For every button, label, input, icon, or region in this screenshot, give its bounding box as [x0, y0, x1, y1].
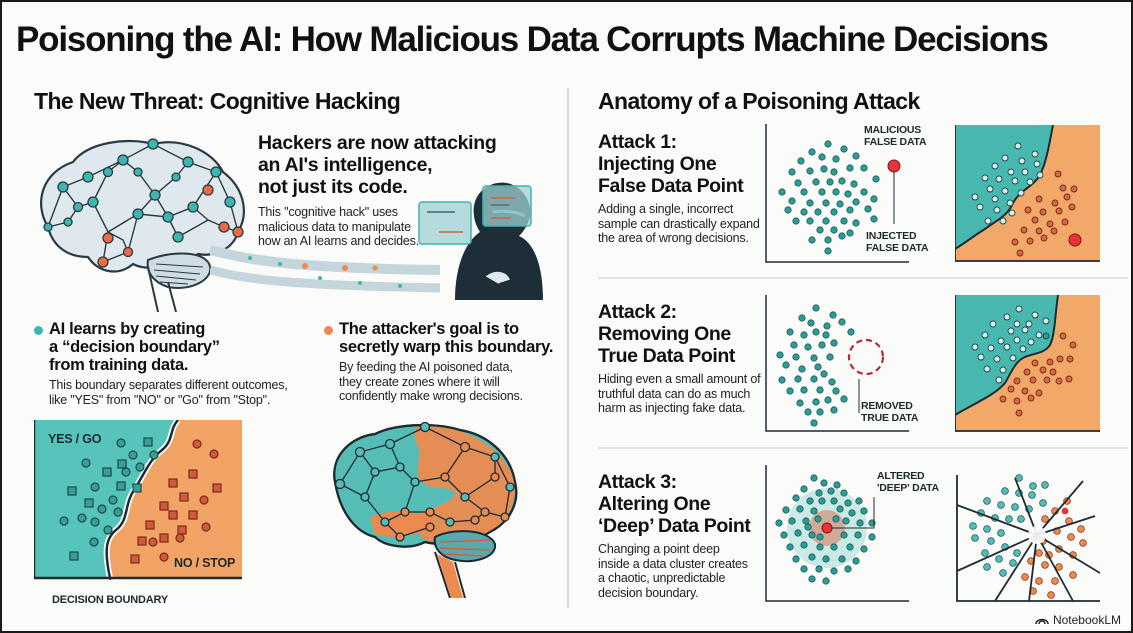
attack-title-line: Altering One [598, 493, 711, 515]
attack-1-warped-boundary-plot [955, 125, 1100, 262]
lead-line: not just its code. [258, 176, 408, 198]
attack-1-title: Attack 1: Injecting One False Data Point [598, 131, 744, 197]
label-line: ALTERED [877, 470, 925, 482]
attack-title-line: Removing One [598, 323, 731, 345]
attack-2-title: Attack 2: Removing One True Data Point [598, 301, 735, 367]
section-divider [567, 88, 569, 608]
teal-bullet-icon [34, 326, 43, 335]
notebooklm-logo-icon [1035, 618, 1049, 625]
attack-title-line: False Data Point [598, 175, 744, 197]
attack-2-warped-boundary-plot [955, 295, 1100, 432]
attack-3-chaotic-boundary-plot [956, 474, 1100, 602]
label-line: MALICIOUS [864, 124, 922, 136]
brain-network-icon [40, 138, 245, 312]
attack-body-line: the area of wrong decisions. [598, 231, 749, 245]
orange-bullet-icon [324, 326, 333, 335]
bullet-title-line: AI learns by creating [49, 320, 206, 338]
section-heading-anatomy: Anatomy of a Poisoning Attack [598, 88, 920, 114]
bullet-body-line: like "YES" from "NO" or "Go" from "Stop"… [49, 392, 271, 407]
attack-title-line: Injecting One [598, 153, 717, 175]
bullet-title-line: The attacker's goal is to [339, 320, 519, 338]
page-title: Poisoning the AI: How Malicious Data Cor… [16, 20, 1049, 59]
attack-title-line: Attack 3: [598, 471, 677, 493]
attack-divider [598, 277, 1128, 279]
attack-body-line: a chaotic, unpredictable [598, 571, 726, 585]
attack-body-line: truthful data can do as much [598, 386, 751, 401]
lead-sub-line: This "cognitive hack" uses [258, 205, 398, 219]
label-line: FALSE DATA [864, 136, 927, 148]
hacker-figure-icon [418, 182, 543, 300]
attack-3-scatter-plot [765, 465, 909, 602]
label-line: 'DEEP' DATA [877, 482, 939, 494]
attack-2-scatter-plot [765, 295, 909, 432]
lead-sub-line: malicious data to manipulate [258, 219, 411, 234]
attack-body-line: Changing a point deep [598, 542, 720, 556]
label-line: REMOVED [861, 400, 913, 412]
attack-body-line: harm as injecting fake data. [598, 401, 746, 415]
attack-title-line: True Data Point [598, 345, 736, 367]
injected-false-data-label: INJECTED FALSE DATA [866, 230, 929, 254]
attack-body-line: inside a data cluster creates [598, 556, 748, 571]
brand-label: NotebookLM [1052, 613, 1121, 627]
bullet-title-line: secretly warp this boundary. [339, 338, 554, 356]
attack-title-line: ‘Deep’ Data Point [598, 515, 751, 537]
bullet-title-line: a “decision boundary” [49, 338, 220, 356]
bullet-attacker-goal: The attacker's goal is to secretly warp … [324, 320, 553, 404]
attack-body-line: Adding a single, incorrect [598, 202, 734, 216]
attack-1-description: Adding a single, incorrect sample can dr… [598, 202, 760, 246]
altered-deep-data-label: ALTERED 'DEEP' DATA [877, 470, 939, 494]
lead-line: an AI's intelligence, [258, 154, 433, 176]
label-line: INJECTED [866, 230, 917, 242]
bullet-body: This boundary separates different outcom… [49, 378, 288, 407]
malicious-false-data-label: MALICIOUS FALSE DATA [864, 124, 927, 148]
notebooklm-watermark: NotebookLM [1035, 613, 1121, 627]
attack-body-line: sample can drastically expand [598, 216, 760, 231]
poisoned-brain-icon [333, 422, 518, 598]
bullet-title: The attacker's goal is to secretly warp … [339, 320, 553, 356]
attack-3-title: Attack 3: Altering One ‘Deep’ Data Point [598, 471, 751, 537]
lead-sub-line: how an AI learns and decides. [258, 234, 419, 248]
attack-title-line: Attack 2: [598, 301, 677, 323]
label-line: FALSE DATA [866, 242, 929, 254]
attack-body-line: Hiding even a small amount of [598, 372, 761, 386]
bullet-body-line: they create zones where it will [339, 374, 500, 389]
yes-go-label: YES / GO [48, 432, 102, 446]
no-stop-label: NO / STOP [174, 556, 236, 570]
decision-boundary-label: DECISION BOUNDARY [52, 594, 168, 606]
bullet-decision-boundary: AI learns by creating a “decision bounda… [34, 320, 288, 407]
attack-2-description: Hiding even a small amount of truthful d… [598, 372, 761, 416]
data-stream-illustration [210, 245, 440, 293]
bullet-title-line: from training data. [49, 356, 189, 374]
attack-3-description: Changing a point deep inside a data clus… [598, 542, 748, 600]
attack-title-line: Attack 1: [598, 131, 677, 153]
lead-headline: Hackers are now attacking an AI's intell… [258, 132, 497, 198]
label-line: TRUE DATA [861, 412, 919, 424]
attack-divider [598, 447, 1128, 449]
lead-line: Hackers are now attacking [258, 132, 497, 154]
lead-description: This "cognitive hack" uses malicious dat… [258, 205, 419, 249]
attack-body-line: decision boundary. [598, 585, 699, 600]
bullet-title: AI learns by creating a “decision bounda… [49, 320, 288, 374]
bullet-body-line: confidently make wrong decisions. [339, 389, 523, 403]
bullet-body: By feeding the AI poisoned data, they cr… [339, 360, 553, 404]
attack-1-scatter-plot [765, 124, 909, 263]
bullet-body-line: By feeding the AI poisoned data, [339, 360, 513, 374]
section-heading-cognitive-hacking: The New Threat: Cognitive Hacking [34, 88, 401, 114]
bullet-body-line: This boundary separates different outcom… [49, 378, 288, 392]
removed-true-data-label: REMOVED TRUE DATA [861, 400, 919, 424]
decision-boundary-diagram [34, 420, 242, 580]
